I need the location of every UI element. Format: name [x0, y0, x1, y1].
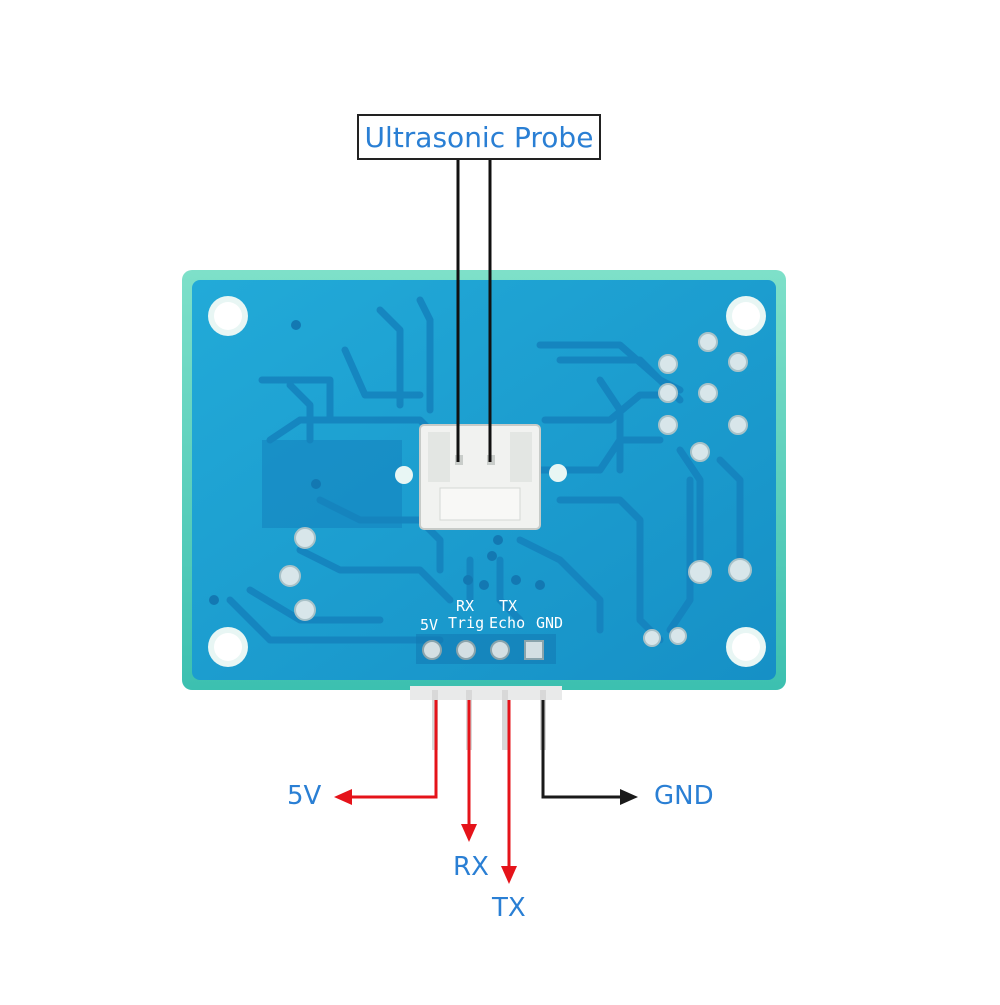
- silk-gnd: GND: [536, 614, 563, 632]
- probe-leader-lines: [456, 159, 492, 462]
- silk-trig: Trig: [448, 614, 484, 632]
- label-5v: 5V: [287, 781, 322, 811]
- solder-pads: [209, 320, 752, 647]
- probe-connector: [419, 424, 541, 530]
- silk-5v: 5V: [420, 616, 438, 634]
- silk-tx: TX: [499, 597, 517, 615]
- label-rx: RX: [453, 852, 489, 882]
- arrow-rx: [461, 700, 477, 842]
- pcb-traces: [226, 296, 744, 644]
- ultrasonic-probe-callout: Ultrasonic Probe: [357, 114, 601, 160]
- header-pads: [416, 634, 556, 664]
- label-tx: TX: [492, 893, 526, 923]
- callout-title: Ultrasonic Probe: [364, 120, 594, 154]
- ground-plane: [262, 440, 402, 528]
- arrow-5v: [334, 700, 438, 805]
- silkscreen: RX TX Trig Echo 5V GND: [420, 597, 563, 634]
- arrow-tx: [501, 700, 517, 884]
- silk-echo: Echo: [489, 614, 525, 632]
- mounting-holes: [208, 296, 766, 667]
- label-gnd: GND: [654, 781, 714, 811]
- silk-rx: RX: [456, 597, 474, 615]
- arrow-gnd: [541, 700, 638, 805]
- header-pins: [410, 686, 562, 750]
